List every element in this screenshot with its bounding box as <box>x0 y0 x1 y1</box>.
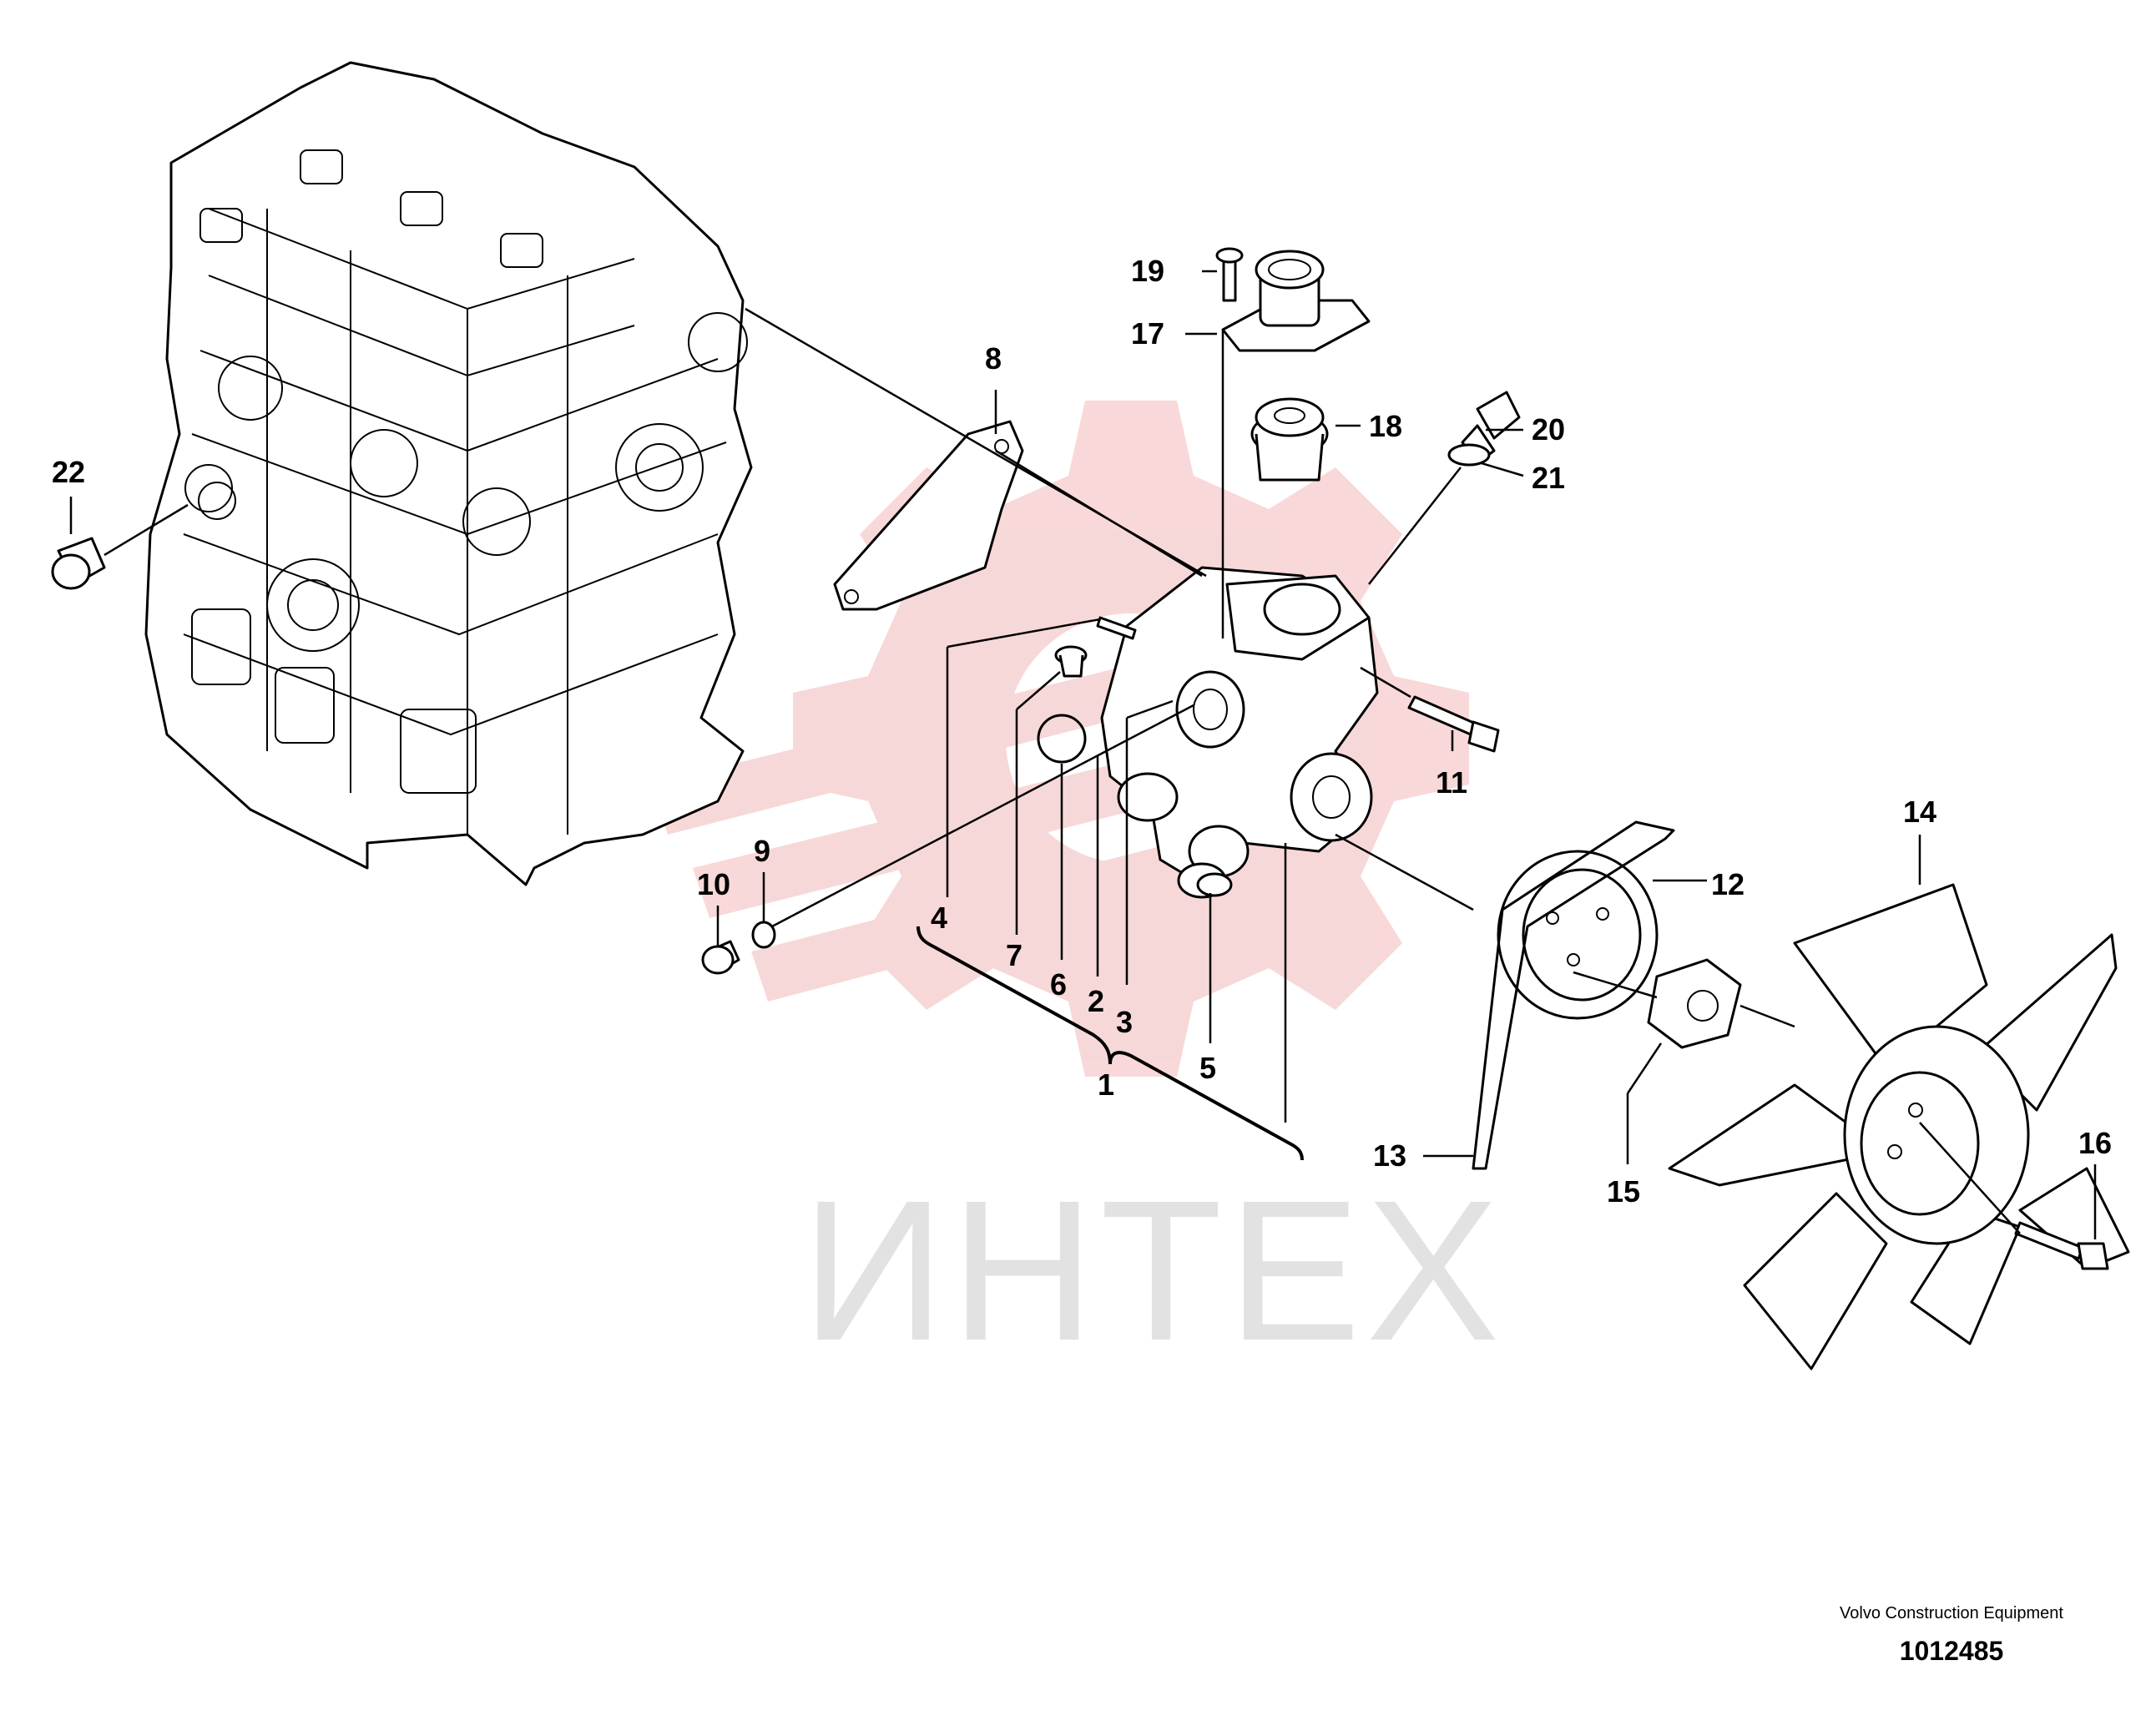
callout-2: 2 <box>1088 984 1104 1018</box>
gasket-hole <box>844 589 859 604</box>
callout-1: 1 <box>1098 1067 1114 1102</box>
drawing-number: 1012485 <box>1899 1636 2004 1666</box>
water-pump-housing <box>1100 566 1379 899</box>
callout-8: 8 <box>985 341 1002 376</box>
callout-19: 19 <box>1131 254 1164 288</box>
leader-lines <box>69 270 2097 1239</box>
fitting <box>1054 645 1088 678</box>
thermostat-cover <box>1221 250 1371 352</box>
callout-15: 15 <box>1607 1174 1640 1209</box>
pulley <box>1497 850 1659 1020</box>
thermostat <box>1250 397 1329 482</box>
company-name: Volvo Construction Equipment <box>1840 1604 2063 1622</box>
callout-6: 6 <box>1050 967 1067 1002</box>
callout-14: 14 <box>1903 795 1936 829</box>
seal <box>1196 872 1233 897</box>
callout-7: 7 <box>1006 938 1022 972</box>
callout-18: 18 <box>1369 409 1402 443</box>
drain-plug <box>51 537 106 590</box>
callout-labels: 1 2 3 4 5 6 7 8 9 10 11 12 13 14 15 16 1… <box>52 254 2112 1209</box>
callout-10: 10 <box>697 867 730 901</box>
gasket <box>833 420 1024 611</box>
callout-4: 4 <box>931 901 947 935</box>
washer <box>751 921 776 949</box>
callout-12: 12 <box>1711 867 1744 901</box>
bolt <box>701 940 740 975</box>
spacer <box>1647 958 1742 1049</box>
callout-21: 21 <box>1532 461 1565 495</box>
callout-17: 17 <box>1131 316 1164 351</box>
title-block: Volvo Construction Equipment 1012485 <box>1826 1602 2077 1667</box>
watermark-text: ИНТЕХ <box>801 1158 1505 1382</box>
callout-5: 5 <box>1199 1051 1216 1085</box>
callout-11: 11 <box>1436 765 1467 800</box>
callout-13: 13 <box>1373 1138 1406 1173</box>
washer <box>1447 443 1491 467</box>
callout-22: 22 <box>52 455 85 489</box>
callout-20: 20 <box>1532 412 1565 447</box>
o-ring <box>1037 714 1087 764</box>
engine-block <box>144 61 753 886</box>
bolt <box>1096 616 1137 640</box>
bolt <box>1407 695 1500 753</box>
callout-3: 3 <box>1116 1005 1133 1039</box>
fan <box>1668 883 2130 1370</box>
bolt <box>1215 247 1244 302</box>
callout-16: 16 <box>2078 1126 2112 1160</box>
v-belt <box>1472 820 1675 1170</box>
callout-9: 9 <box>754 834 770 868</box>
